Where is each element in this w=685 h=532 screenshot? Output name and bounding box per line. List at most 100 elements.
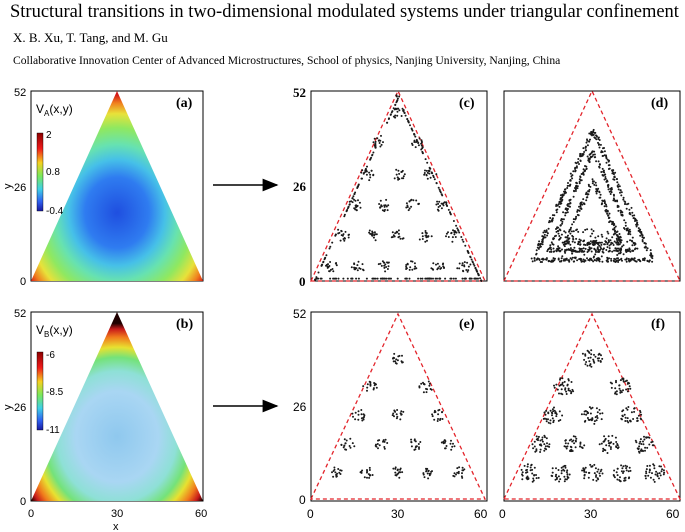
particle (383, 261, 386, 264)
particle (645, 436, 648, 439)
particle (583, 243, 586, 246)
particle (606, 180, 609, 182)
particle (605, 154, 607, 157)
colorbar-a-tick: -0.4 (46, 206, 64, 217)
particle (404, 114, 407, 117)
particle (407, 209, 410, 212)
particle (557, 247, 560, 250)
particle (450, 277, 453, 280)
particle (390, 236, 393, 239)
particle (554, 257, 556, 260)
particle (458, 262, 461, 265)
particle (549, 244, 552, 247)
particle (361, 419, 364, 422)
particle (570, 258, 573, 261)
particle (539, 448, 542, 451)
particle (546, 442, 548, 445)
particle (409, 266, 412, 269)
particle (551, 467, 554, 470)
particle (551, 259, 553, 262)
particle (343, 438, 346, 441)
particle (581, 154, 584, 157)
particle (454, 236, 457, 238)
particle (394, 471, 397, 474)
particle (593, 153, 596, 156)
y-tick-e: 26 (293, 400, 307, 414)
particle (593, 156, 596, 159)
particle (443, 441, 446, 444)
particle (588, 140, 591, 143)
particle (588, 419, 591, 421)
author-list: X. B. Xu, T. Tang, and M. Gu (13, 30, 168, 45)
particle (558, 228, 561, 231)
particle (369, 384, 372, 387)
particle (601, 167, 604, 170)
particle (535, 448, 538, 451)
particle (426, 277, 429, 280)
particle (598, 241, 601, 244)
particle (535, 252, 538, 255)
particle (560, 392, 563, 395)
particle (430, 388, 433, 391)
y-tick-c: 52 (293, 85, 306, 100)
particle (455, 473, 457, 476)
particle (607, 160, 610, 163)
particle (428, 172, 431, 175)
particle (619, 189, 622, 192)
particle (623, 413, 626, 416)
particle (596, 417, 599, 419)
particle (599, 196, 602, 199)
particle (410, 205, 413, 208)
particle (332, 475, 335, 478)
particle (566, 241, 569, 244)
particle (415, 138, 418, 141)
particle (425, 391, 428, 394)
particle (441, 263, 444, 266)
particle (607, 214, 610, 217)
particle (579, 176, 582, 179)
particle (439, 419, 441, 421)
particle (592, 153, 595, 156)
particle (396, 359, 399, 362)
particle (393, 409, 396, 412)
particle (417, 443, 420, 445)
particle (477, 274, 480, 277)
particle (322, 261, 325, 264)
particle (458, 466, 461, 469)
particle (392, 467, 395, 470)
particle (334, 234, 337, 237)
particle (598, 443, 601, 446)
particle (342, 446, 345, 449)
particle (588, 247, 591, 250)
particle (619, 191, 621, 194)
particle (615, 249, 618, 252)
particle (533, 440, 536, 443)
particle (342, 233, 345, 236)
particle (612, 233, 615, 236)
particle (576, 182, 578, 185)
particle (435, 182, 438, 185)
particle (608, 216, 611, 219)
y-tick-a: 0 (20, 276, 26, 288)
particle (383, 440, 386, 443)
particle (603, 200, 606, 203)
particle (570, 230, 573, 233)
particle (371, 474, 374, 476)
particle (461, 262, 464, 265)
particle (642, 259, 644, 261)
particle (362, 172, 365, 175)
particle (452, 277, 455, 280)
particle (554, 475, 557, 478)
particle (339, 469, 342, 472)
particle (353, 198, 355, 201)
particle (338, 231, 341, 234)
particle (378, 142, 381, 144)
particle (535, 249, 538, 252)
particle (615, 471, 618, 474)
particle (613, 176, 616, 179)
particle (588, 360, 591, 363)
particle (393, 352, 396, 355)
particle (605, 161, 608, 164)
particle (357, 277, 360, 280)
particle (595, 239, 598, 242)
